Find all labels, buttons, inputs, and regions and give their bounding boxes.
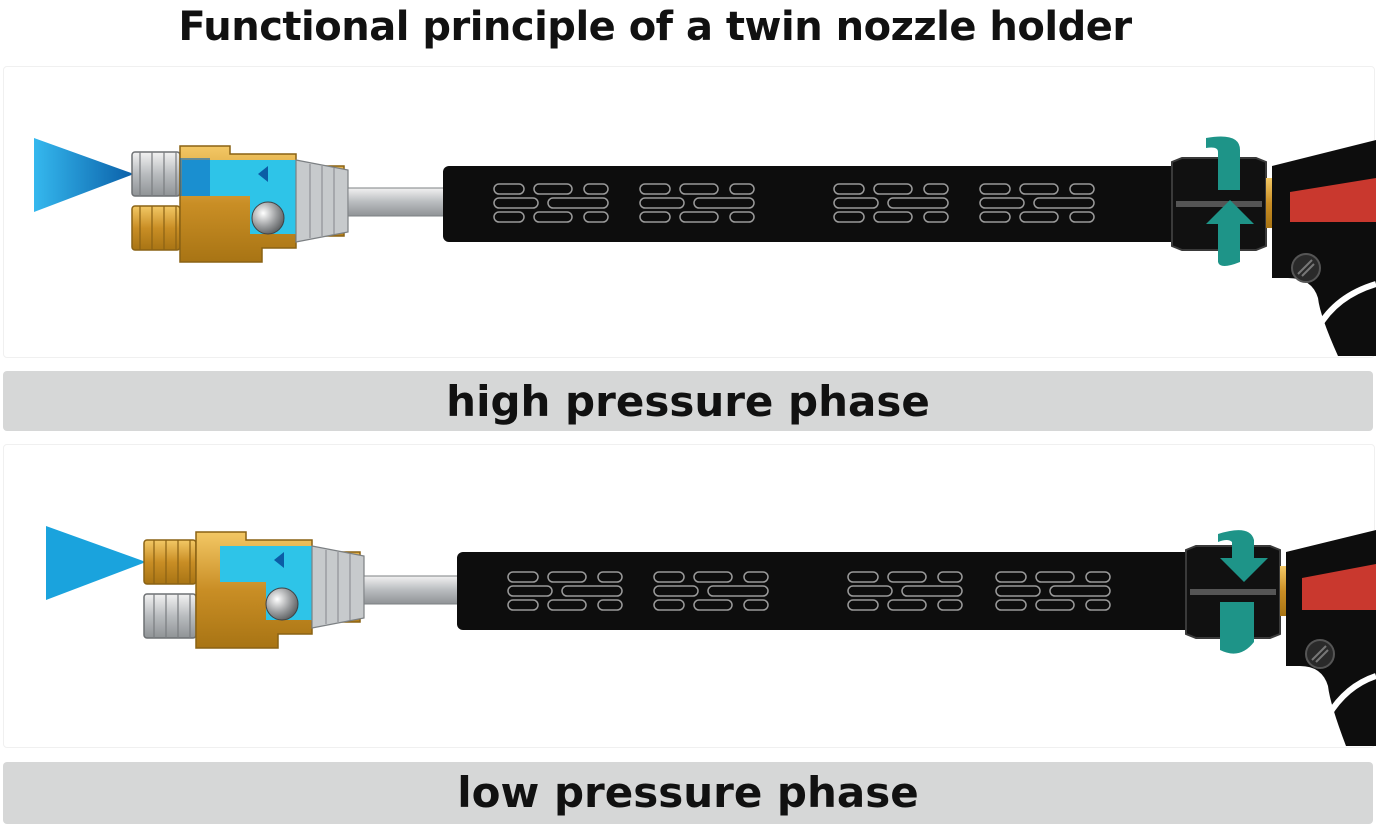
screw-icon bbox=[1291, 253, 1321, 283]
low-pressure-diagram bbox=[46, 526, 1376, 746]
check-ball bbox=[265, 587, 299, 621]
brass-nozzle bbox=[143, 539, 197, 585]
check-ball bbox=[251, 201, 285, 235]
stainless-nozzle bbox=[143, 593, 197, 639]
trigger bbox=[1290, 178, 1376, 222]
gun-connector bbox=[1266, 178, 1276, 228]
high-pressure-diagram bbox=[34, 136, 1376, 356]
lance-tube bbox=[347, 187, 447, 217]
lance-grip bbox=[443, 166, 1177, 242]
grip-slots bbox=[493, 183, 1095, 223]
rotation-ring bbox=[1206, 136, 1240, 190]
flow-arrow bbox=[274, 552, 284, 568]
grip-slots bbox=[507, 571, 1111, 611]
brass-nozzle bbox=[131, 205, 181, 251]
diagram-title: Functional principle of a twin nozzle ho… bbox=[178, 4, 1132, 50]
phase-label-high: high pressure phase bbox=[3, 371, 1373, 431]
lance-tube bbox=[363, 575, 461, 605]
rotation-ring bbox=[1218, 530, 1268, 582]
spray-jet bbox=[34, 138, 134, 212]
spray-jet bbox=[46, 526, 146, 600]
gun-connector bbox=[1280, 566, 1290, 616]
screw-icon bbox=[1305, 639, 1335, 669]
lance-grip bbox=[457, 552, 1191, 630]
phase-label-low: low pressure phase bbox=[3, 762, 1373, 824]
flow-arrow bbox=[258, 166, 268, 182]
trigger bbox=[1302, 564, 1376, 610]
stainless-nozzle bbox=[131, 151, 181, 197]
